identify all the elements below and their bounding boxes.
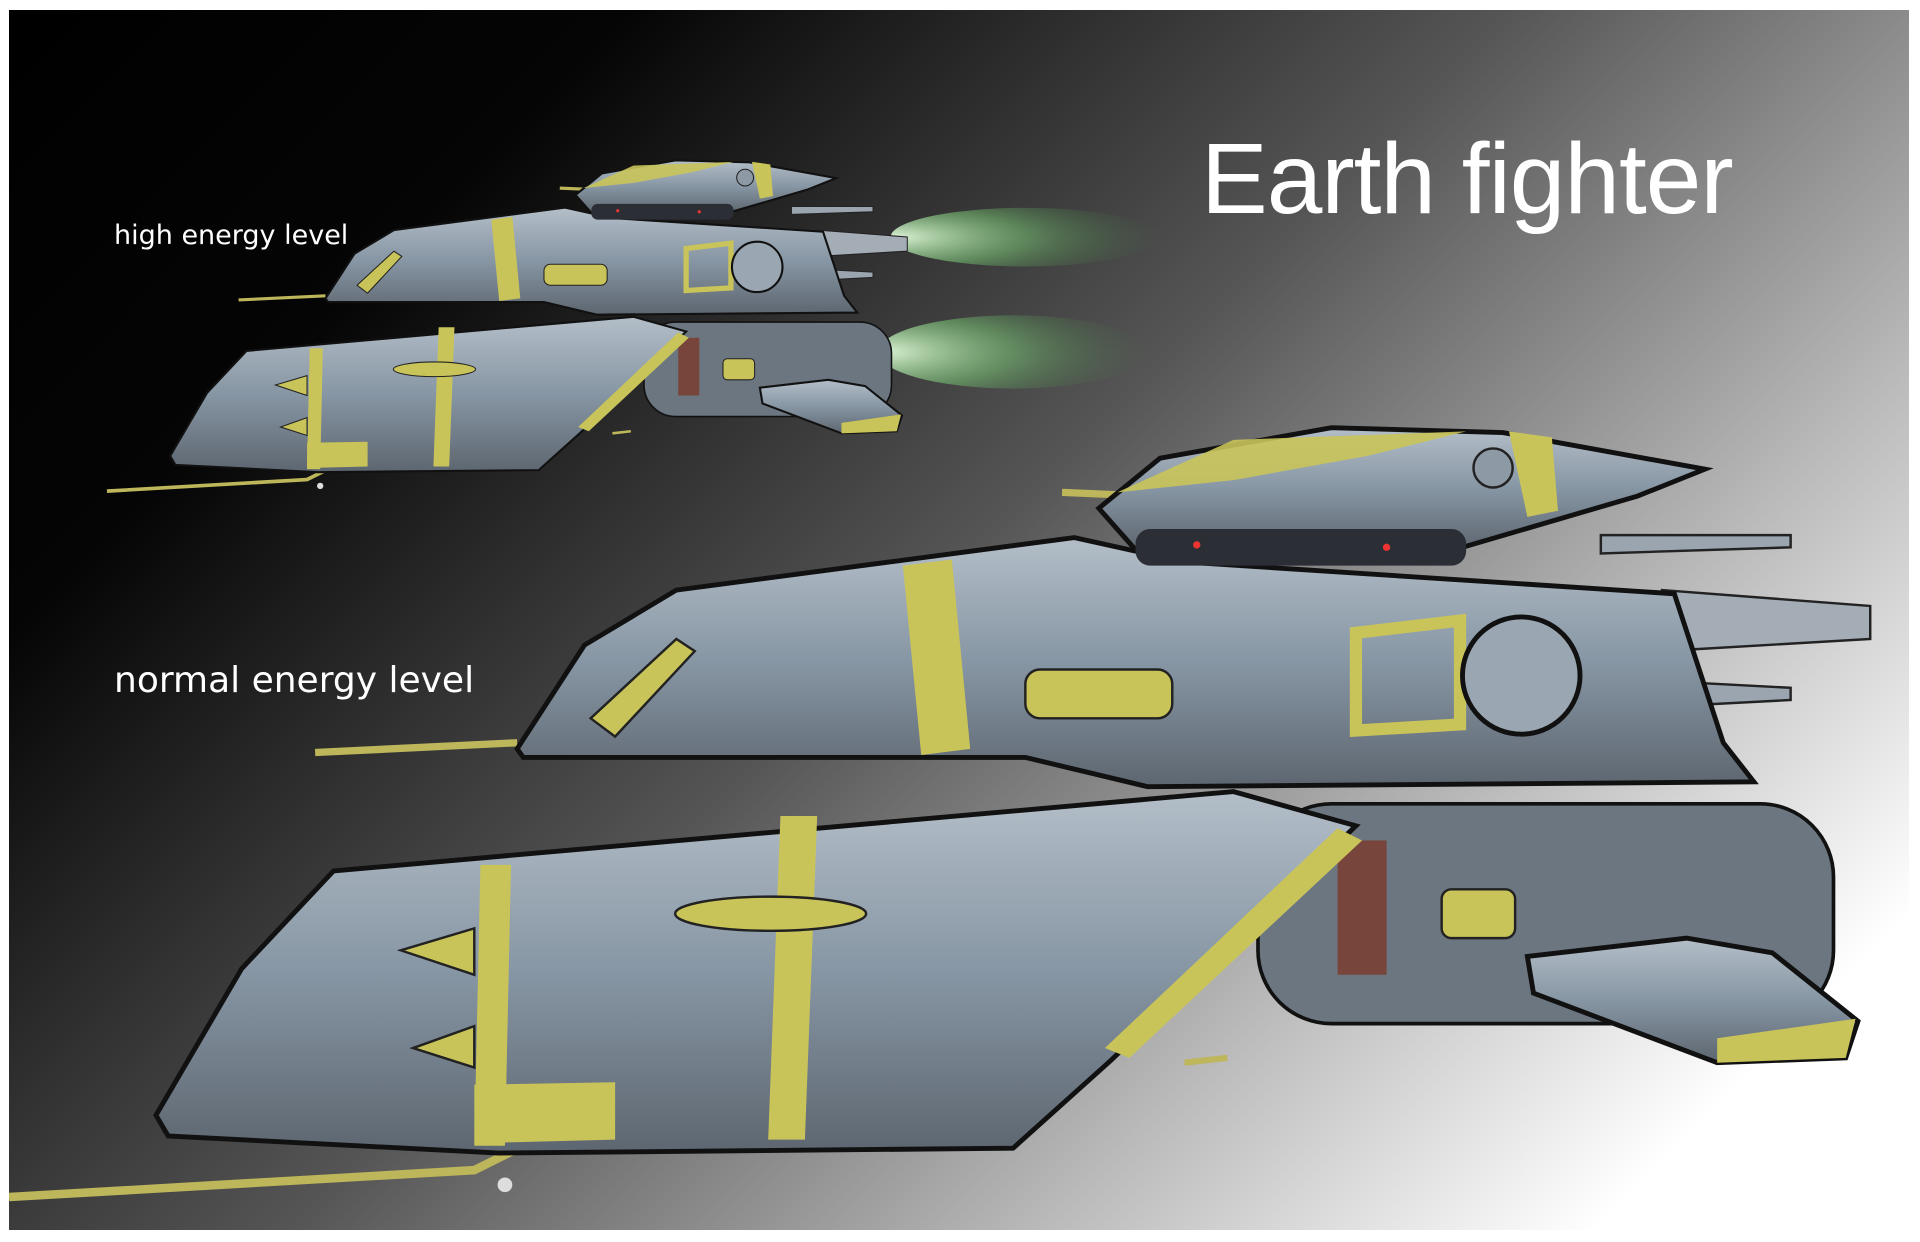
exhaust-glow-lower [878, 315, 1148, 389]
fighter-high-energy [107, 160, 1161, 491]
earth-fighter-illustration [9, 10, 1909, 1230]
fighter-normal-energy [9, 428, 1870, 1197]
page-title: Earth fighter [1201, 123, 1734, 235]
high-energy-label: high energy level [114, 220, 349, 251]
artwork-canvas: Earth fighter high energy level normal e… [9, 10, 1909, 1230]
exhaust-glow-upper [890, 207, 1161, 267]
normal-energy-label: normal energy level [114, 660, 475, 701]
